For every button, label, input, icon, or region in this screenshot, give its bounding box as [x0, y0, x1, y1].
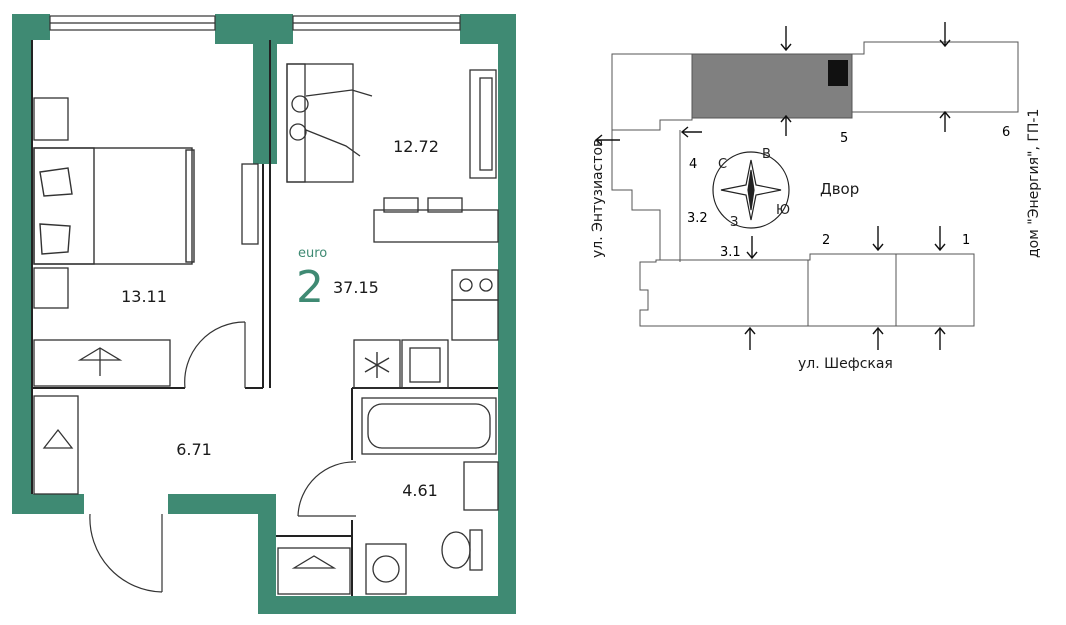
living-area-label: 12.72 — [393, 137, 439, 156]
storage-cabinet — [277, 547, 351, 595]
bed — [33, 147, 195, 265]
apartment-type-label: euro — [298, 246, 327, 261]
section-1: 1 — [962, 233, 970, 248]
washing-machine — [365, 543, 407, 595]
wardrobe-hall — [33, 395, 79, 495]
nightstands — [33, 97, 69, 309]
courtyard-label: Двор — [820, 180, 859, 198]
section-3-2: 3.2 — [687, 211, 708, 226]
compass-east: В — [762, 147, 771, 162]
bathtub — [361, 397, 497, 455]
windows — [49, 15, 461, 31]
section-3-1: 3.1 — [720, 245, 741, 260]
site-plan: С В Ю З 1 2 3.1 3.2 4 5 6 Двор ул. Шефск… — [590, 22, 1042, 372]
compass-south: Ю — [776, 203, 790, 218]
entrance-arrows — [594, 22, 951, 350]
street-bottom-label: ул. Шефская — [798, 356, 893, 372]
rooms-count: 2 — [296, 262, 324, 313]
sofa-with-people — [286, 63, 373, 183]
tv-bedroom — [241, 163, 259, 245]
wardrobe-bedroom — [33, 339, 171, 387]
compass-rose — [712, 151, 790, 229]
section-4: 4 — [689, 157, 697, 172]
section-2: 2 — [822, 233, 830, 248]
compass-west: З — [730, 215, 738, 230]
floor-plan: 13.11 12.72 6.71 4.61 euro 2 37.15 — [12, 14, 516, 614]
bathroom-area-label: 4.61 — [402, 481, 438, 500]
kitchen-counter — [353, 197, 499, 389]
toilet — [441, 529, 483, 571]
section-6: 6 — [1002, 125, 1010, 140]
current-building — [691, 53, 853, 119]
hall-area-label: 6.71 — [176, 440, 212, 459]
exterior-walls — [12, 14, 516, 614]
doors — [89, 321, 357, 593]
snowflake-icon — [364, 352, 390, 378]
section-5: 5 — [840, 131, 848, 146]
bedroom-area-label: 13.11 — [121, 287, 167, 306]
street-left-label: ул. Энтузиастов — [590, 139, 606, 258]
compass-north: С — [718, 157, 727, 172]
interior-walls — [31, 40, 498, 596]
neighbor-building-label: дом "Энергия", ГП-1 — [1026, 109, 1042, 258]
current-section-marker — [828, 60, 848, 86]
tv-living — [469, 69, 497, 179]
total-area-label: 37.15 — [333, 278, 379, 297]
sink — [463, 461, 499, 511]
